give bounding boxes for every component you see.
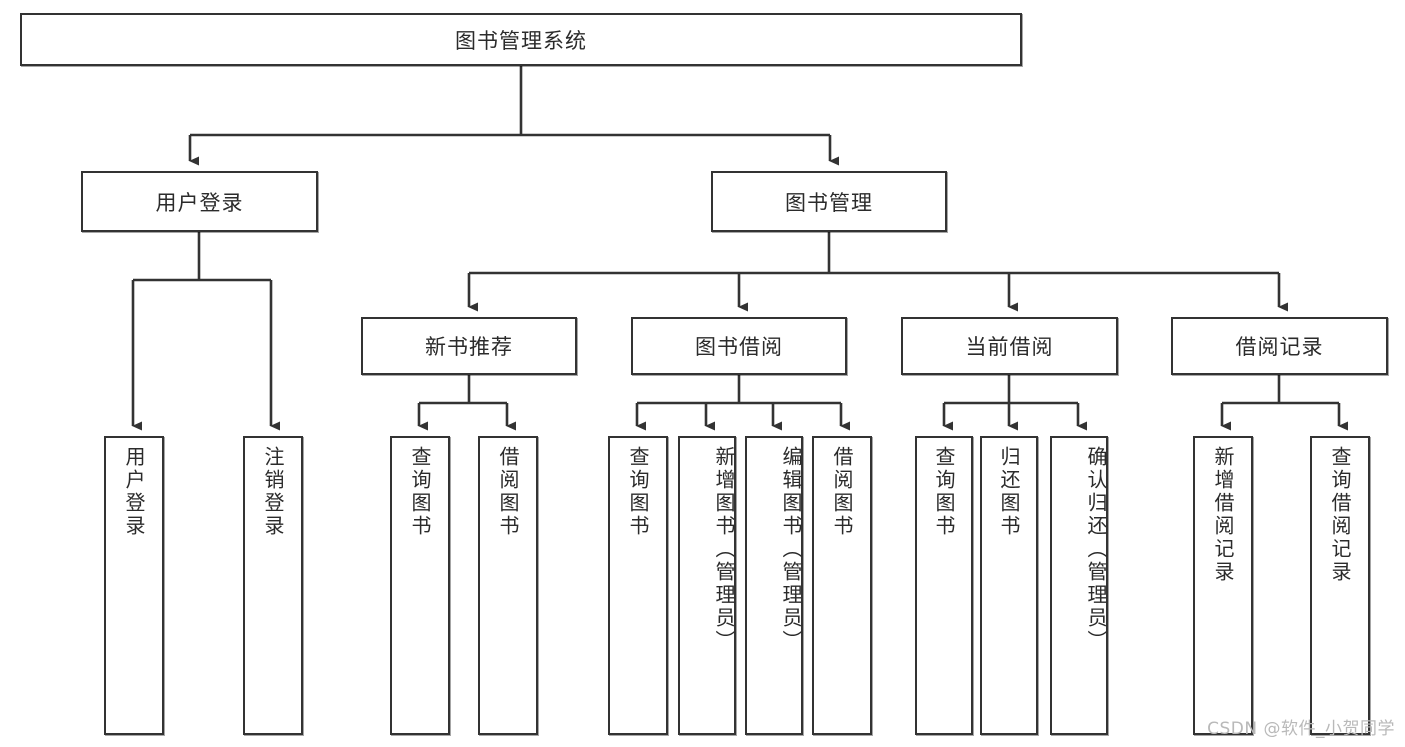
leaf-user-login-label: 用户登录 — [122, 446, 146, 538]
node-new-book-recommend[interactable]: 新书推荐 — [361, 317, 577, 375]
node-borrow-record[interactable]: 借阅记录 — [1171, 317, 1388, 375]
leaf-confirm-return-label: 确认归还（管理员） — [1084, 446, 1108, 653]
leaf-query-book-2-label: 查询图书 — [626, 446, 650, 538]
leaf-borrow-book-1-label: 借阅图书 — [496, 446, 520, 538]
leaf-logout-label: 注销登录 — [261, 446, 285, 538]
node-book-management-label: 图书管理 — [785, 190, 873, 215]
node-current-borrow[interactable]: 当前借阅 — [901, 317, 1118, 375]
node-book-borrow[interactable]: 图书借阅 — [631, 317, 847, 375]
node-root-label: 图书管理系统 — [455, 28, 587, 53]
leaf-query-book-1-label: 查询图书 — [408, 446, 432, 538]
leaf-return-book-label: 归还图书 — [997, 446, 1021, 538]
node-borrow-record-label: 借阅记录 — [1235, 335, 1324, 359]
leaf-logout[interactable]: 注销登录 — [243, 436, 303, 735]
node-new-book-recommend-label: 新书推荐 — [425, 335, 513, 359]
node-current-borrow-label: 当前借阅 — [965, 335, 1054, 359]
node-user-login-label: 用户登录 — [155, 190, 244, 215]
node-user-login[interactable]: 用户登录 — [81, 171, 318, 232]
node-root[interactable]: 图书管理系统 — [20, 13, 1022, 66]
leaf-borrow-book-1[interactable]: 借阅图书 — [478, 436, 538, 735]
leaf-edit-book-label: 编辑图书（管理员） — [779, 446, 803, 653]
leaf-user-login[interactable]: 用户登录 — [104, 436, 164, 735]
leaf-query-record-label: 查询借阅记录 — [1328, 446, 1352, 584]
leaf-query-record[interactable]: 查询借阅记录 — [1310, 436, 1370, 735]
leaf-add-book[interactable]: 新增图书（管理员） — [678, 436, 736, 735]
leaf-query-book-3-label: 查询图书 — [932, 446, 956, 538]
leaf-edit-book[interactable]: 编辑图书（管理员） — [745, 436, 803, 735]
leaf-borrow-book-2[interactable]: 借阅图书 — [812, 436, 872, 735]
leaf-query-book-1[interactable]: 查询图书 — [390, 436, 450, 735]
leaf-query-book-2[interactable]: 查询图书 — [608, 436, 668, 735]
leaf-query-book-3[interactable]: 查询图书 — [915, 436, 973, 735]
leaf-return-book[interactable]: 归还图书 — [980, 436, 1038, 735]
node-book-management[interactable]: 图书管理 — [711, 171, 947, 232]
node-book-borrow-label: 图书借阅 — [695, 335, 783, 359]
leaf-confirm-return[interactable]: 确认归还（管理员） — [1050, 436, 1108, 735]
leaf-add-record-label: 新增借阅记录 — [1211, 446, 1235, 584]
leaf-add-record[interactable]: 新增借阅记录 — [1193, 436, 1253, 735]
leaf-add-book-label: 新增图书（管理员） — [712, 446, 736, 653]
csdn-watermark: CSDN @软件_小贺同学 — [1207, 719, 1395, 739]
leaf-borrow-book-2-label: 借阅图书 — [830, 446, 854, 538]
